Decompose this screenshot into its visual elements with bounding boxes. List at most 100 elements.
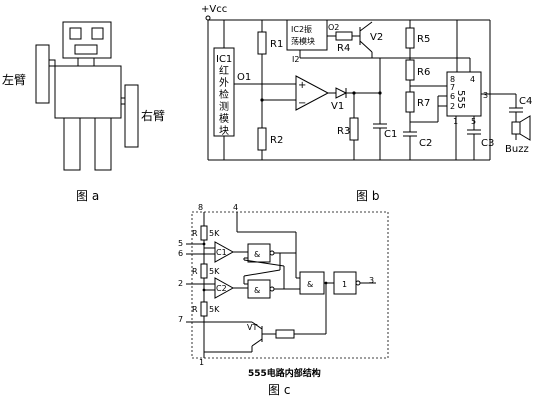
r7-label: R7 bbox=[417, 98, 430, 109]
robot-right-arm bbox=[124, 84, 139, 148]
r7-resistor bbox=[405, 91, 415, 113]
figure-c-caption: 图 c bbox=[268, 383, 290, 397]
vt-label: VT bbox=[247, 323, 257, 332]
ic2-module bbox=[286, 19, 328, 51]
chip-555-label: 555 bbox=[455, 90, 466, 109]
buzzer-body bbox=[511, 121, 521, 135]
r5-label: R5 bbox=[417, 34, 430, 45]
c-pin7: 7 bbox=[178, 315, 183, 324]
r1-label: R1 bbox=[270, 39, 283, 50]
vt-collector bbox=[251, 321, 263, 330]
r1-resistor bbox=[257, 31, 267, 55]
c-pin2: 2 bbox=[178, 279, 183, 288]
ic1-text-4: 测 bbox=[219, 100, 229, 113]
not-bubble bbox=[355, 280, 361, 286]
v2-label: V2 bbox=[370, 32, 383, 43]
r3-resistor bbox=[349, 117, 359, 141]
b-pin4: 4 bbox=[470, 75, 475, 84]
r2-label: R2 bbox=[270, 135, 283, 146]
opamp bbox=[295, 75, 330, 111]
robot-eye-right bbox=[91, 27, 104, 40]
c4-label: C4 bbox=[519, 96, 532, 107]
r6-resistor bbox=[405, 59, 415, 81]
figure-c-title: 555电路内部结构 bbox=[248, 367, 321, 379]
ic1-text-1: 红 bbox=[219, 64, 229, 77]
and-gate-label: & bbox=[307, 280, 313, 289]
ic1-text-0: IC1 bbox=[216, 54, 232, 65]
r6-label: R6 bbox=[417, 67, 430, 78]
r5-resistor bbox=[405, 27, 415, 49]
ladder-r1-r: R bbox=[192, 229, 198, 238]
vcc-terminal bbox=[205, 15, 211, 21]
chip-boundary bbox=[191, 211, 389, 359]
ladder-r3-r: R bbox=[192, 305, 198, 314]
qb-cross-2 bbox=[243, 259, 285, 267]
c-pin3: 3 bbox=[369, 276, 374, 285]
robot-neck bbox=[77, 57, 95, 67]
c-pin4: 4 bbox=[233, 203, 238, 212]
ic1-text-3: 检 bbox=[219, 88, 229, 101]
ladder-r1 bbox=[200, 225, 208, 241]
opamp-minus: − bbox=[298, 98, 306, 109]
ic1-text-5: 模 bbox=[219, 113, 229, 125]
b-pin6: 6 bbox=[450, 92, 455, 101]
nand-bottom-label: & bbox=[254, 286, 260, 295]
b-pin8: 8 bbox=[450, 75, 455, 84]
pin5-node bbox=[202, 242, 206, 246]
base-resistor bbox=[275, 329, 295, 339]
c2-comparator-label: C2 bbox=[216, 284, 227, 293]
r3-label: R3 bbox=[337, 126, 350, 137]
c-pin1: 1 bbox=[199, 358, 204, 367]
robot-body bbox=[54, 65, 122, 119]
ladder-r3-k: 5K bbox=[209, 305, 220, 314]
o1-label: O1 bbox=[237, 72, 251, 83]
robot-left-shoulder bbox=[48, 59, 56, 67]
buzz-label: Buzz bbox=[505, 144, 529, 155]
junction-ref bbox=[260, 98, 264, 102]
b-pin3: 3 bbox=[483, 91, 488, 100]
ladder-r2-k: 5K bbox=[209, 267, 220, 276]
buzzer-icon bbox=[519, 115, 531, 141]
right-arm-label: 右臂 bbox=[141, 108, 165, 123]
ladder-r2 bbox=[200, 263, 208, 279]
v1-label: V1 bbox=[331, 101, 344, 112]
v2-collector bbox=[359, 21, 373, 32]
ic1-text-2: 外 bbox=[219, 77, 229, 89]
ic2-text-2: 荡模块 bbox=[291, 36, 315, 46]
discharge-node bbox=[324, 281, 328, 285]
ic1-text-6: 块 bbox=[219, 125, 229, 137]
c2-label: C2 bbox=[419, 138, 432, 149]
c3-label: C3 bbox=[481, 138, 494, 149]
chip-555 bbox=[446, 71, 482, 117]
nand-bottom-bubble bbox=[269, 286, 275, 292]
q-cross-2 bbox=[243, 269, 281, 277]
r4-label: R4 bbox=[337, 43, 350, 54]
c1-label: C1 bbox=[384, 129, 397, 140]
junction-r3 bbox=[352, 91, 356, 95]
figure-a-caption: 图 a bbox=[76, 189, 99, 203]
robot-mouth bbox=[74, 44, 98, 55]
robot-left-arm bbox=[35, 44, 50, 104]
b-pin2: 2 bbox=[450, 102, 455, 111]
vt-emitter bbox=[251, 338, 263, 347]
c-pin5: 5 bbox=[178, 239, 183, 248]
robot-right-shoulder bbox=[120, 97, 126, 105]
robot-right-leg bbox=[94, 117, 112, 171]
v2-emitter bbox=[359, 40, 373, 53]
opamp-plus: + bbox=[298, 80, 306, 91]
ic2-text-1: IC2振 bbox=[291, 24, 312, 34]
i2-label: I2 bbox=[292, 55, 299, 64]
ladder-r3 bbox=[200, 301, 208, 317]
nand-top-label: & bbox=[254, 250, 260, 259]
nand-top-bubble bbox=[269, 250, 275, 256]
not-gate-label: 1 bbox=[342, 280, 347, 289]
robot-eye-left bbox=[69, 27, 82, 40]
c1-comparator-label: C1 bbox=[216, 248, 227, 257]
figure-c-555-internal: 8 4 5 6 2 7 1 3 R 5K R 5K R 5K C1 bbox=[178, 203, 389, 397]
robot-left-leg bbox=[63, 117, 81, 171]
r2-resistor bbox=[257, 127, 267, 151]
v1-diode bbox=[335, 87, 348, 99]
left-arm-label: 左臂 bbox=[2, 72, 26, 87]
figure-b-circuit: +Vcc IC1 红 外 检 测 模 块 O1 R1 R2 + − bbox=[201, 4, 532, 203]
r4-resistor bbox=[335, 31, 353, 41]
